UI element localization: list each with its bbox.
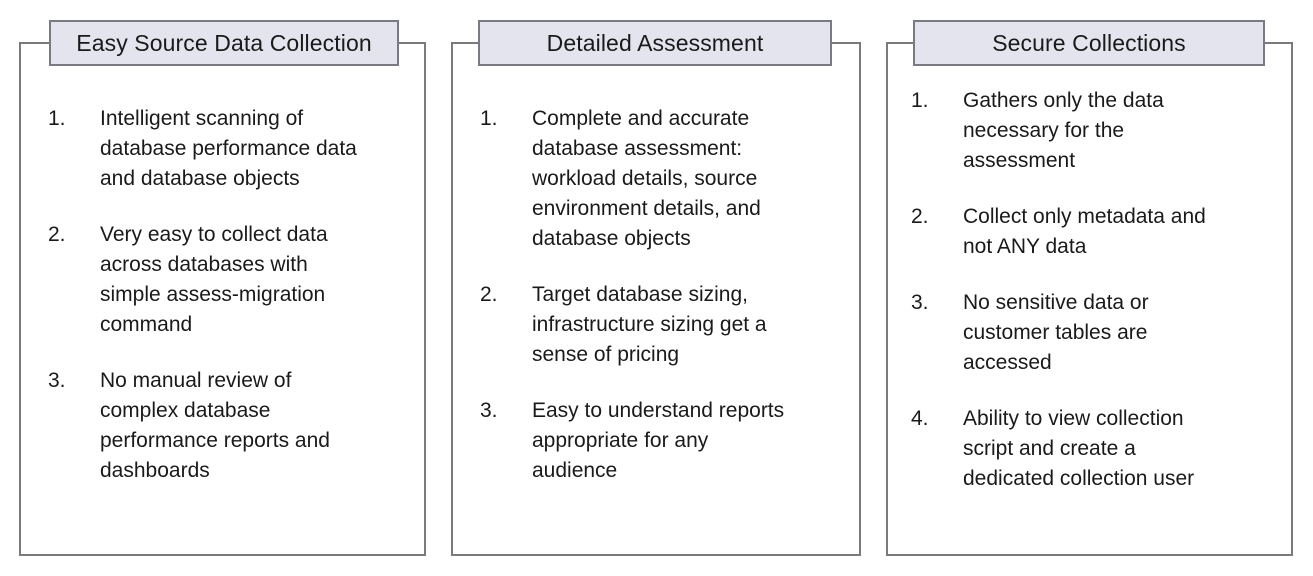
list-item: 1. Gathers only the data necessary for t… <box>911 86 1273 176</box>
list-item-number: 4. <box>911 407 929 430</box>
list-item-number: 1. <box>911 89 929 112</box>
panel-title: Easy Source Data Collection <box>76 29 372 56</box>
list-item: 1. Intelligent scanning of database perf… <box>48 104 406 194</box>
list-item-text: Very easy to collect data across databas… <box>100 223 328 336</box>
list-item-number: 2. <box>480 283 498 306</box>
list-item: 4. Ability to view collection script and… <box>911 404 1273 494</box>
list-item-text: No sensitive data or customer tables are… <box>963 291 1149 374</box>
list-item-number: 2. <box>48 223 66 246</box>
panel-top-border-stub-right <box>832 42 861 44</box>
list-item-text: Collect only metadata and not ANY data <box>963 205 1206 258</box>
list-item-text: Target database sizing, infrastructure s… <box>532 283 767 366</box>
panel-secure-collections: 1. Gathers only the data necessary for t… <box>886 42 1293 556</box>
list-item-text: Intelligent scanning of database perform… <box>100 107 357 190</box>
list-item: 2. Target database sizing, infrastructur… <box>480 280 841 370</box>
list-item-number: 2. <box>911 205 929 228</box>
panel-header-secure-collections: Secure Collections <box>913 20 1265 66</box>
list-item: 3. Easy to understand reports appropriat… <box>480 396 841 486</box>
panel-header-easy-source-data-collection: Easy Source Data Collection <box>49 20 399 66</box>
list-item: 1. Complete and accurate database assess… <box>480 104 841 254</box>
panel-top-border-stub-right <box>394 42 426 44</box>
panel-top-border-stub-left <box>886 42 915 44</box>
list-item-number: 3. <box>48 369 66 392</box>
list-item-number: 3. <box>911 291 929 314</box>
panel-title: Detailed Assessment <box>546 29 764 56</box>
panel-detailed-assessment: 1. Complete and accurate database assess… <box>451 42 861 556</box>
panel-top-border-stub-left <box>451 42 480 44</box>
panel-top-border-stub-left <box>19 42 51 44</box>
list-item: 3. No sensitive data or customer tables … <box>911 288 1273 378</box>
panel-easy-source-data-collection: 1. Intelligent scanning of database perf… <box>19 42 426 556</box>
panel-list: 1. Complete and accurate database assess… <box>453 104 859 486</box>
list-item: 3. No manual review of complex database … <box>48 366 406 486</box>
list-item-text: Complete and accurate database assessmen… <box>532 107 761 250</box>
panel-title: Secure Collections <box>992 29 1186 56</box>
panel-header-detailed-assessment: Detailed Assessment <box>478 20 832 66</box>
list-item-number: 1. <box>48 107 66 130</box>
list-item-text: Ability to view collection script and cr… <box>963 407 1195 490</box>
list-item-number: 3. <box>480 399 498 422</box>
list-item-number: 1. <box>480 107 498 130</box>
panel-list: 1. Gathers only the data necessary for t… <box>888 86 1291 494</box>
panel-list: 1. Intelligent scanning of database perf… <box>21 104 424 486</box>
list-item-text: Gathers only the data necessary for the … <box>963 89 1164 172</box>
panel-top-border-stub-right <box>1264 42 1293 44</box>
list-item-text: Easy to understand reports appropriate f… <box>532 399 785 482</box>
list-item: 2. Very easy to collect data across data… <box>48 220 406 340</box>
list-item-text: No manual review of complex database per… <box>100 369 330 482</box>
list-item: 2. Collect only metadata and not ANY dat… <box>911 202 1273 262</box>
